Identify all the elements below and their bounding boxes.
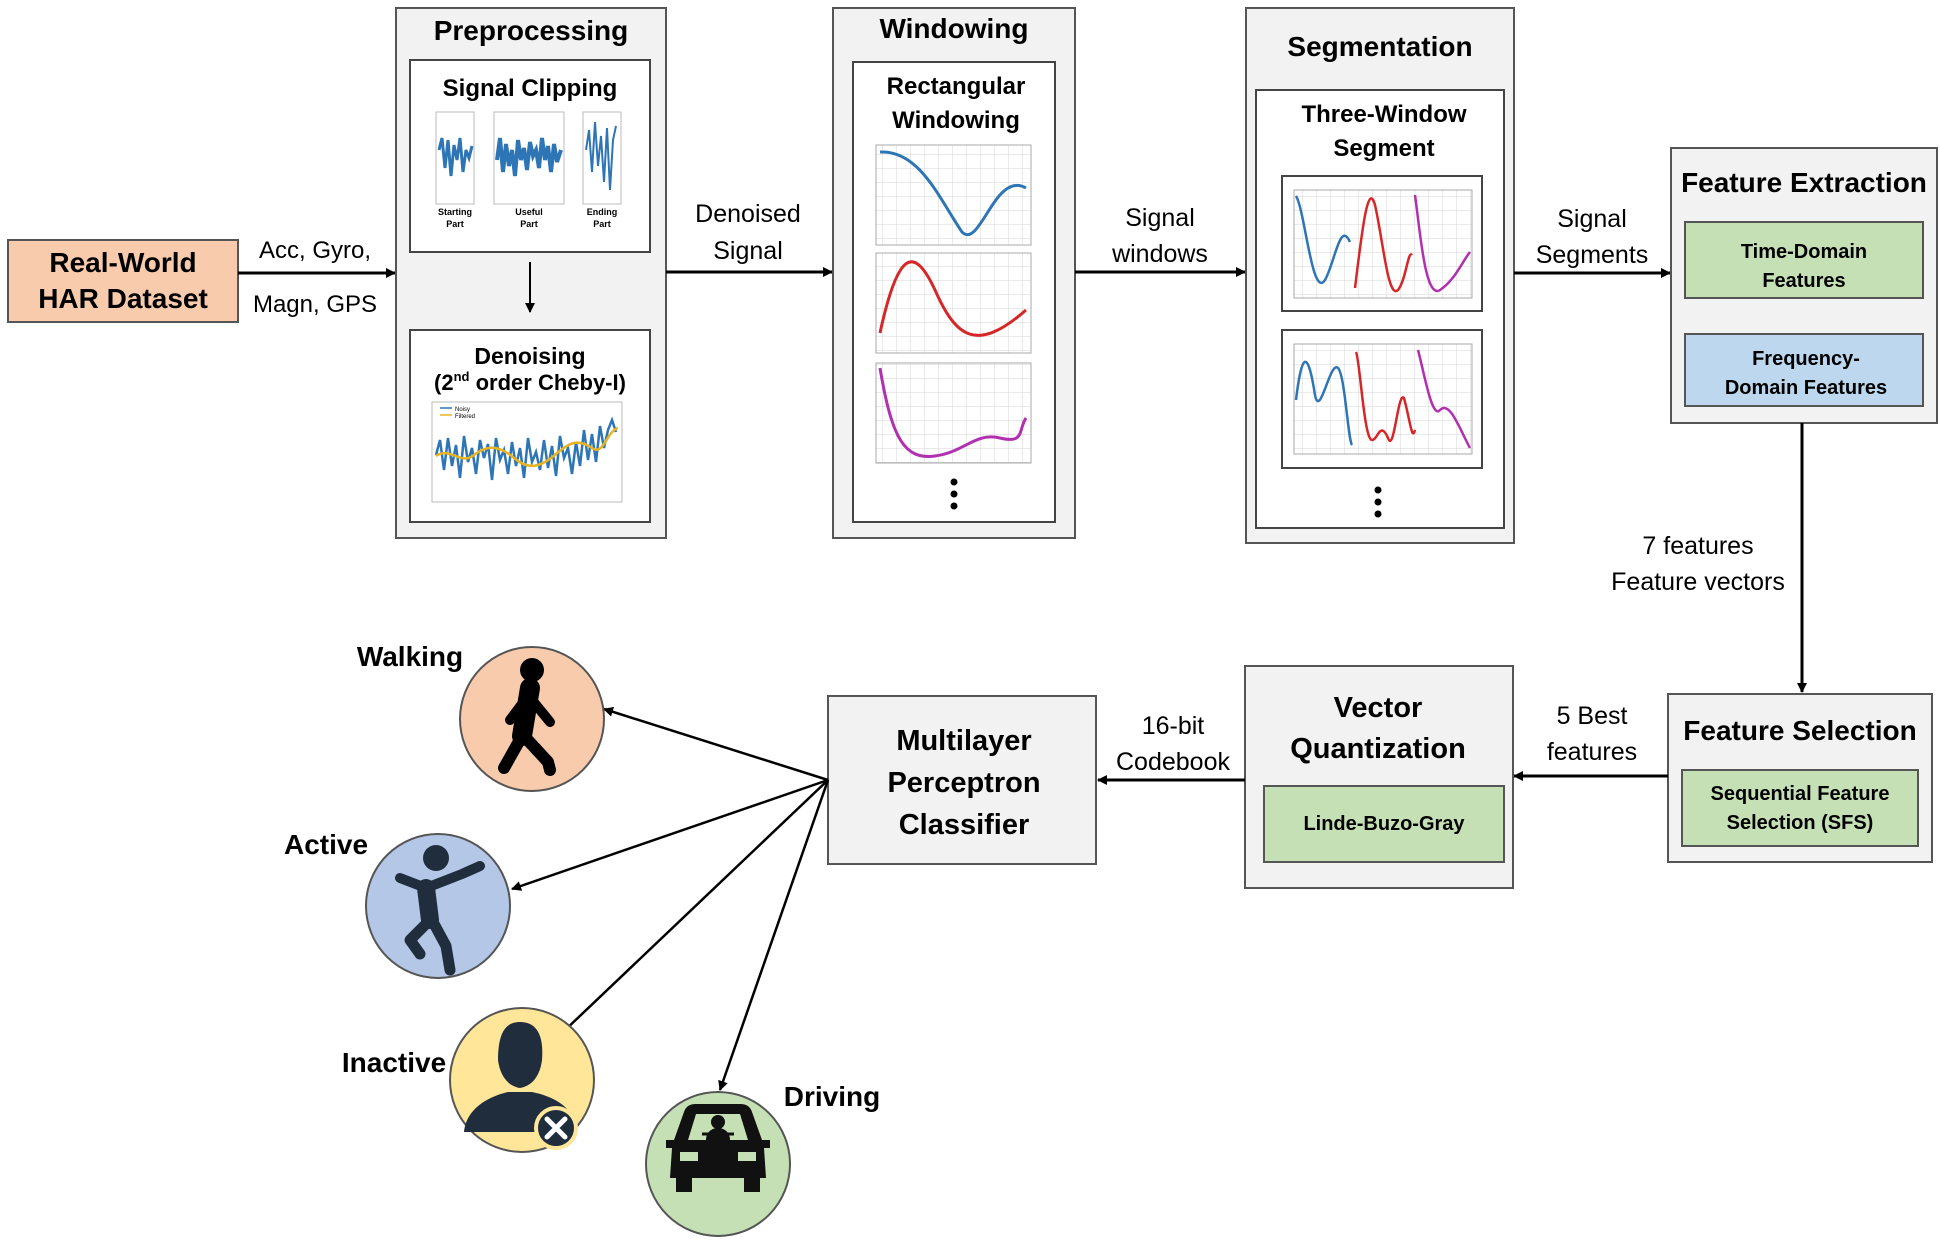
windowing-panel: Windowing Rectangular Windowing	[832, 7, 1076, 539]
frequency-domain-line2: Domain Features	[1725, 377, 1887, 399]
time-domain-line1: Time-Domain	[1741, 241, 1867, 263]
feature-extraction-title: Feature Extraction	[1681, 167, 1927, 198]
feature-selection-title: Feature Selection	[1683, 715, 1916, 746]
activity-active: Active	[284, 829, 511, 979]
preprocessing-title: Preprocessing	[434, 15, 629, 46]
classifier-line2: Perceptron	[887, 767, 1040, 799]
edge-features-line1: 7 features	[1642, 532, 1753, 560]
edge-codebook-line2: Codebook	[1116, 748, 1230, 776]
window-plot-blue	[875, 144, 1032, 246]
edge-best-line1: 5 Best	[1557, 702, 1628, 730]
activity-driving: Driving	[645, 1081, 880, 1237]
input-title-line1: Real-World	[49, 247, 196, 278]
vq-title-line2: Quantization	[1290, 733, 1466, 765]
time-domain-box	[1684, 221, 1924, 299]
windowing-inner-line2: Windowing	[892, 107, 1020, 134]
edge-features-line2: Feature vectors	[1611, 568, 1785, 596]
edge-windows-line2: windows	[1111, 240, 1208, 268]
car-driver-icon	[666, 1104, 770, 1192]
windowing-inner-line1: Rectangular	[887, 73, 1026, 100]
arrow-to-active	[511, 778, 829, 891]
clip-part-label: Ending	[587, 207, 618, 217]
sfs-line2: Selection (SFS)	[1727, 812, 1874, 834]
segmentation-inner-line2: Segment	[1333, 135, 1434, 162]
windowing-title: Windowing	[879, 13, 1028, 44]
edge-denoised-line2: Signal	[713, 237, 783, 265]
activity-active-label: Active	[284, 829, 368, 860]
denoising-title: Denoising	[474, 343, 585, 369]
clip-part-label: Part	[520, 219, 538, 229]
walking-person-icon	[498, 658, 556, 776]
clip-part-label: Part	[446, 219, 464, 229]
activity-inactive-label: Inactive	[342, 1047, 446, 1078]
inactive-person-icon	[464, 1022, 578, 1150]
sfs-line1: Sequential Feature	[1711, 783, 1890, 805]
frequency-domain-line1: Frequency-	[1752, 348, 1860, 370]
edge-best-line2: features	[1547, 738, 1637, 766]
signal-clipping-title: Signal Clipping	[443, 75, 618, 102]
lbg-box	[1263, 785, 1505, 863]
clip-part-label: Useful	[515, 207, 543, 217]
activity-walking-label: Walking	[357, 641, 463, 672]
denoising-subtitle: (2nd order Cheby-I)	[434, 369, 626, 395]
window-plot-red	[875, 252, 1032, 354]
legend-filtered: Filtered	[455, 414, 475, 420]
classifier-line3: Classifier	[899, 809, 1030, 841]
activity-driving-label: Driving	[784, 1081, 880, 1112]
classifier-panel: Multilayer Perceptron Classifier	[827, 695, 1097, 865]
classifier-line1: Multilayer	[896, 725, 1031, 757]
sfs-box	[1681, 769, 1919, 847]
edge-windows-line1: Signal	[1125, 204, 1195, 232]
legend-noisy: Noisy	[455, 407, 470, 413]
vq-title-line1: Vector	[1334, 692, 1423, 724]
input-title-line2: HAR Dataset	[38, 283, 208, 314]
edge-denoised-line1: Denoised	[695, 200, 801, 228]
activity-inactive: Inactive	[342, 1007, 595, 1153]
arrow-to-driving	[718, 779, 830, 1091]
edge-sensors-line1: Acc, Gyro,	[259, 237, 371, 264]
clipping-plots: Starting Part Useful Part Ending Part	[435, 111, 622, 229]
jumping-person-icon	[395, 845, 485, 976]
feature-selection-panel: Feature Selection Sequential Feature Sel…	[1667, 693, 1933, 863]
arrow-to-walking	[603, 706, 829, 782]
edge-codebook-line1: 16-bit	[1142, 712, 1205, 740]
segmentation-title: Segmentation	[1287, 31, 1472, 62]
edge-segments-line2: Segments	[1536, 241, 1649, 269]
frequency-domain-box	[1684, 333, 1924, 407]
activity-walking: Walking	[357, 641, 605, 792]
vector-quantization-panel: Vector Quantization Linde-Buzo-Gray	[1244, 665, 1514, 889]
clip-part-label: Starting	[438, 207, 472, 217]
edge-segments-line1: Signal	[1557, 205, 1627, 233]
input-dataset-box: Real-World HAR Dataset	[7, 239, 239, 323]
denoising-plot: Noisy Filtered	[431, 401, 623, 503]
arrow-to-inactive	[561, 779, 829, 1034]
preprocessing-panel: Preprocessing Signal Clipping Starting P…	[395, 7, 667, 539]
edge-sensors-line2: Magn, GPS	[253, 291, 377, 318]
time-domain-line2: Features	[1762, 270, 1845, 292]
clip-part-label: Part	[593, 219, 611, 229]
lbg-label: Linde-Buzo-Gray	[1303, 813, 1465, 835]
segmentation-inner-line1: Three-Window	[1301, 101, 1466, 128]
segmentation-panel: Segmentation Three-Window Segment	[1245, 7, 1515, 544]
feature-extraction-panel: Feature Extraction Time-Domain Features …	[1670, 147, 1938, 424]
window-plot-purple	[875, 362, 1032, 464]
